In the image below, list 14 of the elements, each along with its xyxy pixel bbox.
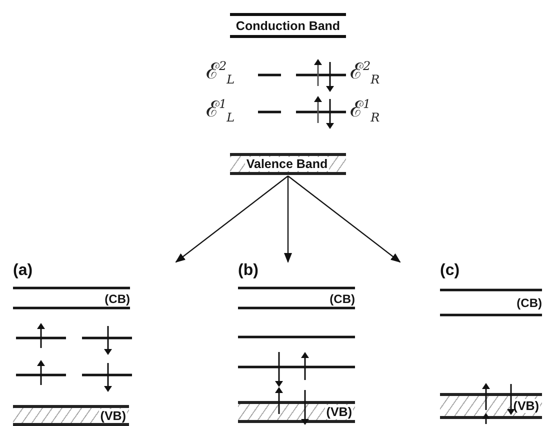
panel-label: (a) <box>13 262 33 280</box>
panel-label: (b) <box>238 262 258 280</box>
arrow <box>288 176 401 263</box>
valence-band-bar: Valence Band <box>230 153 346 175</box>
panel-label: (c) <box>440 262 460 280</box>
valence-band-bar: (VB) <box>13 405 129 426</box>
valence-band-bar: (VB) <box>238 401 355 423</box>
band-label: (CB) <box>516 296 542 310</box>
valence-band-bar: (VB) <box>440 393 542 419</box>
band-label: (CB) <box>104 292 130 306</box>
conduction-band-bar: Conduction Band <box>230 13 346 38</box>
band-label: (CB) <box>330 292 355 306</box>
arrow <box>175 176 288 263</box>
arrow <box>284 176 292 263</box>
